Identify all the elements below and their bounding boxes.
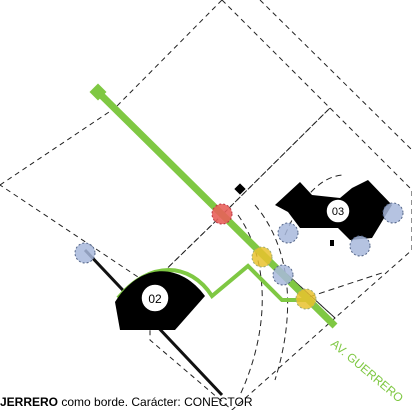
block-edge bbox=[259, 0, 412, 151]
node-yellow-2-icon bbox=[295, 288, 317, 310]
sightline-curve-3 bbox=[299, 271, 386, 301]
block-north bbox=[114, 0, 331, 216]
zone-03-marker bbox=[325, 198, 351, 224]
building-03-annex bbox=[234, 183, 246, 195]
nodes bbox=[74, 202, 404, 310]
zone-02-marker bbox=[140, 283, 170, 313]
node-blue-west-icon bbox=[74, 242, 96, 264]
block-east bbox=[221, 107, 412, 319]
caption-street-name: JERRERO bbox=[0, 395, 59, 409]
building-02: 02 bbox=[115, 271, 205, 330]
node-blue-3-icon bbox=[349, 235, 371, 257]
building-03: 03 bbox=[234, 180, 392, 246]
zone-02-label: 02 bbox=[148, 292, 162, 306]
node-blue-1-icon bbox=[272, 264, 294, 286]
node-yellow-1-icon bbox=[251, 246, 273, 268]
sightline-curve-2 bbox=[254, 204, 289, 381]
zone-03-label: 03 bbox=[332, 206, 344, 218]
node-red-icon bbox=[211, 203, 233, 225]
caption: JERRERO como borde. Carácter: CONECTOR bbox=[0, 395, 412, 410]
block-south bbox=[149, 214, 336, 410]
sightline-curve-1 bbox=[237, 214, 263, 396]
block-west bbox=[0, 107, 223, 286]
avenue-end-marker bbox=[89, 83, 107, 101]
caption-connector-text: como borde. Carácter bbox=[58, 395, 178, 409]
access-lines bbox=[83, 90, 334, 397]
node-blue-2-icon bbox=[277, 222, 299, 244]
node-blue-4-icon bbox=[382, 202, 404, 224]
caption-type: CONECTOR bbox=[180, 395, 253, 409]
building-03-tick bbox=[330, 240, 334, 246]
caption-colon: : bbox=[177, 395, 181, 409]
